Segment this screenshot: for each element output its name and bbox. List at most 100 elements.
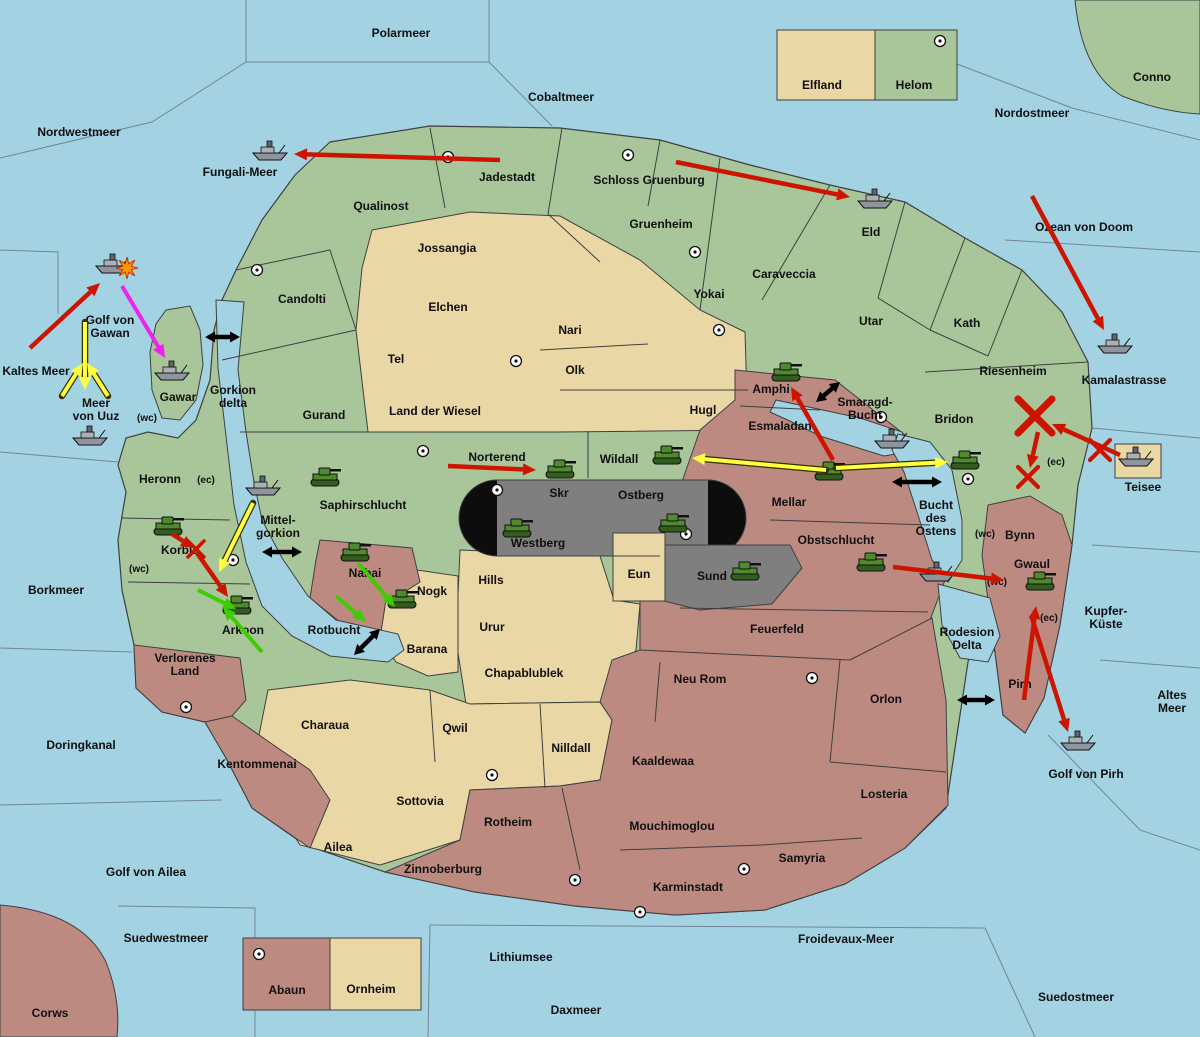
unit-ship-meer-von-uuz[interactable] bbox=[71, 425, 109, 446]
label-line: Tel bbox=[388, 352, 404, 366]
move-arrow-yellow bbox=[219, 499, 257, 572]
south-red-region[interactable] bbox=[383, 617, 949, 916]
label-line: Samyria bbox=[779, 851, 826, 865]
corws-land[interactable] bbox=[0, 904, 119, 1037]
label-line: (ec) bbox=[1040, 613, 1058, 624]
kentommenai-red-region[interactable] bbox=[204, 715, 331, 849]
label-line: Caraveccia bbox=[752, 267, 816, 281]
unit-ship-mittel-gorkion[interactable] bbox=[244, 475, 282, 496]
label-line: Rodesion bbox=[940, 625, 995, 639]
sea-border-line bbox=[1091, 427, 1200, 439]
city-marker bbox=[250, 263, 264, 277]
label-line: Doringkanal bbox=[46, 738, 115, 752]
unit-ship-eld[interactable] bbox=[856, 188, 894, 209]
label-samyria: Samyria bbox=[779, 851, 826, 865]
label-line: Gwaul bbox=[1014, 557, 1050, 571]
rodesion-bay[interactable] bbox=[937, 583, 1001, 663]
nabai-red-region[interactable] bbox=[309, 539, 421, 639]
label-line: Meer bbox=[82, 396, 110, 410]
unit-tank-ostberg[interactable] bbox=[658, 513, 689, 533]
label-obstschlucht: Obstschlucht bbox=[798, 533, 875, 547]
label-line: Norterend bbox=[468, 450, 525, 464]
label-kath: Kath bbox=[954, 316, 981, 330]
label-nari: Nari bbox=[558, 323, 581, 337]
unit-tank-bucht-des-ostens[interactable] bbox=[950, 450, 981, 470]
unit-ship-gawar[interactable] bbox=[153, 360, 191, 381]
move-arrow-yellow bbox=[58, 363, 83, 400]
unit-tank-westberg[interactable] bbox=[502, 518, 533, 538]
city-marker bbox=[805, 671, 819, 685]
label-ostberg: Ostberg bbox=[618, 488, 664, 502]
label-line: Saphirschlucht bbox=[320, 498, 407, 512]
legend-box-helom[interactable] bbox=[874, 29, 958, 101]
bynn-red-region[interactable] bbox=[981, 495, 1073, 734]
label-line: Bridon bbox=[935, 412, 974, 426]
region-border bbox=[561, 787, 581, 871]
unit-ship-fungali-meer[interactable] bbox=[251, 140, 289, 161]
region-border bbox=[619, 844, 763, 851]
label-line: Kaaldewaa bbox=[632, 754, 694, 768]
sea-border-line bbox=[429, 924, 986, 929]
unit-tank-skr[interactable] bbox=[545, 459, 576, 479]
label-wc: (wc) bbox=[987, 577, 1007, 588]
label-line: Mouchimoglou bbox=[629, 819, 714, 833]
move-arrow-red bbox=[28, 283, 100, 350]
label-nogk: Nogk bbox=[417, 584, 447, 598]
label-line: Verlorenes bbox=[154, 651, 216, 665]
move-arrow-black bbox=[957, 694, 995, 706]
label-line: Eun bbox=[628, 567, 651, 581]
unit-tank-gwaul[interactable] bbox=[1025, 571, 1056, 591]
label-jossangia: Jossangia bbox=[418, 241, 477, 255]
sea-border-line bbox=[1091, 544, 1200, 553]
gorkion-channel[interactable] bbox=[215, 299, 405, 663]
label-ailea: Ailea bbox=[324, 840, 353, 854]
label-zinnoberburg: Zinnoberburg bbox=[404, 862, 482, 876]
conno-land[interactable] bbox=[1074, 0, 1200, 115]
gawar-island[interactable] bbox=[149, 305, 204, 421]
label-line: Bucht bbox=[919, 498, 953, 512]
label-borkmeer: Borkmeer bbox=[28, 583, 84, 597]
region-border bbox=[699, 157, 721, 311]
label-line: Kupfer- bbox=[1085, 604, 1128, 618]
label-line: Nordwestmeer bbox=[37, 125, 121, 139]
unit-tank-nabai[interactable] bbox=[340, 542, 371, 562]
label-line: Qwil bbox=[442, 721, 467, 735]
label-line: Barana bbox=[407, 642, 448, 656]
label-froidevaux-meer: Froidevaux-Meer bbox=[798, 932, 894, 946]
legend-box-ornheim[interactable] bbox=[329, 937, 422, 1011]
battle-cross-marker bbox=[1014, 395, 1056, 437]
region-border bbox=[547, 213, 601, 263]
label-line: Land bbox=[171, 664, 200, 678]
label-line: Hills bbox=[478, 573, 504, 587]
sea-border-line bbox=[488, 61, 553, 127]
label-polarmeer: Polarmeer bbox=[372, 26, 431, 40]
unit-tank-amphi[interactable] bbox=[771, 362, 802, 382]
unit-ship-smaragd-bucht[interactable] bbox=[873, 428, 911, 449]
label-saphirschlucht: Saphirschlucht bbox=[320, 498, 407, 512]
label-wildall: Wildall bbox=[600, 452, 639, 466]
eun-tan-region[interactable] bbox=[612, 532, 666, 602]
hills-tan-region[interactable] bbox=[455, 549, 641, 705]
unit-tank-sund[interactable] bbox=[730, 561, 761, 581]
sea-border-line bbox=[0, 451, 119, 463]
unit-tank-saphirschlucht[interactable] bbox=[310, 467, 341, 487]
unit-tank-obstschlucht[interactable] bbox=[856, 552, 887, 572]
label-line: (wc) bbox=[975, 529, 995, 540]
unit-ship-golf-von-pirh[interactable] bbox=[1059, 730, 1097, 751]
label-line: Gawar bbox=[160, 390, 197, 404]
label-karminstadt: Karminstadt bbox=[653, 880, 723, 894]
move-arrow-red bbox=[791, 387, 835, 462]
unit-tank-wildall[interactable] bbox=[652, 445, 683, 465]
label-line: Golf von bbox=[86, 313, 135, 327]
sea-border-line bbox=[427, 924, 431, 1037]
label-line: Altes bbox=[1157, 688, 1187, 702]
unit-ship-kamalastrasse[interactable] bbox=[1096, 333, 1134, 354]
unit-ship-teisee[interactable] bbox=[1117, 446, 1155, 467]
label-line: Nogk bbox=[417, 584, 447, 598]
battle-cross-marker bbox=[186, 539, 206, 559]
label-line: Amphi bbox=[752, 382, 789, 396]
